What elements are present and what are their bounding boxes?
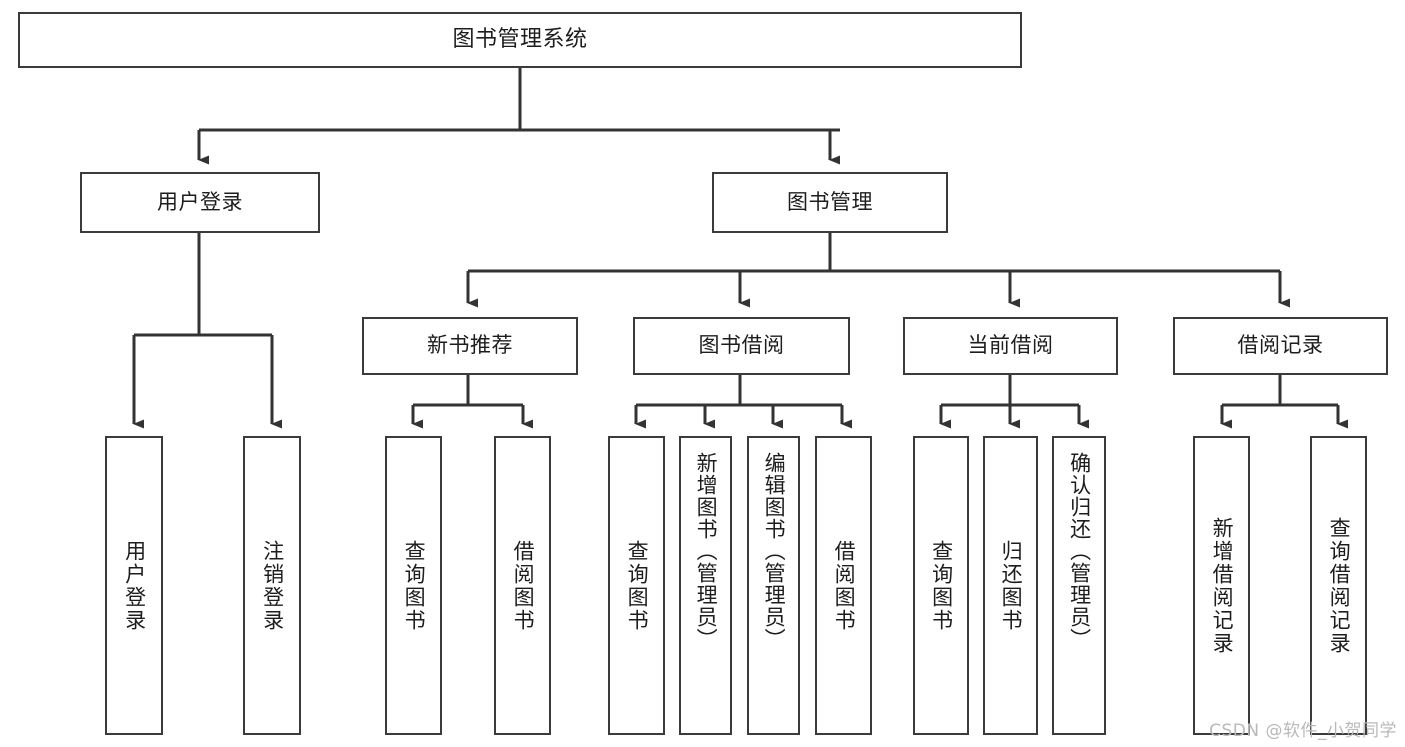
node-leaf-query-borrow-record-label: 查询借阅记录 <box>1327 516 1352 655</box>
node-leaf-add-book-admin[interactable]: 新增图书（管理员） <box>679 436 732 735</box>
node-book-borrow-label: 图书借阅 <box>698 333 785 358</box>
node-current-borrow[interactable]: 当前借阅 <box>903 317 1118 375</box>
node-leaf-return-book-label: 归还图书 <box>999 539 1024 632</box>
node-leaf-borrow-book-1-label: 借阅图书 <box>511 539 536 632</box>
node-leaf-user-login[interactable]: 用户登录 <box>105 436 163 735</box>
node-leaf-edit-book-admin-label: 编辑图书（管理员） <box>762 452 787 650</box>
node-leaf-query-book-1-label: 查询图书 <box>402 539 427 632</box>
node-book-manage[interactable]: 图书管理 <box>712 172 948 233</box>
node-borrow-record-label: 借阅记录 <box>1237 333 1324 358</box>
node-new-book-recommend-label: 新书推荐 <box>427 333 513 358</box>
node-leaf-query-book-3-label: 查询图书 <box>929 539 954 632</box>
node-leaf-query-book-2[interactable]: 查询图书 <box>608 436 665 735</box>
node-leaf-borrow-book-2[interactable]: 借阅图书 <box>815 436 872 735</box>
node-leaf-user-login-label: 用户登录 <box>122 539 147 632</box>
csdn-watermark: CSDN @软件_小贺同学 <box>1209 721 1397 741</box>
node-book-manage-label: 图书管理 <box>787 189 873 214</box>
node-leaf-query-book-3[interactable]: 查询图书 <box>913 436 969 735</box>
node-leaf-query-book-1[interactable]: 查询图书 <box>385 436 442 735</box>
node-leaf-add-book-admin-label: 新增图书（管理员） <box>694 452 719 650</box>
node-leaf-borrow-book-2-label: 借阅图书 <box>832 539 857 632</box>
node-leaf-add-borrow-record[interactable]: 新增借阅记录 <box>1193 436 1250 735</box>
node-borrow-record[interactable]: 借阅记录 <box>1173 317 1388 375</box>
node-root-label: 图书管理系统 <box>452 26 588 52</box>
node-leaf-return-book[interactable]: 归还图书 <box>983 436 1038 735</box>
node-leaf-query-borrow-record[interactable]: 查询借阅记录 <box>1310 436 1367 735</box>
node-leaf-edit-book-admin[interactable]: 编辑图书（管理员） <box>747 436 800 735</box>
node-leaf-logout-login[interactable]: 注销登录 <box>243 436 301 735</box>
node-user-login[interactable]: 用户登录 <box>80 172 320 233</box>
node-current-borrow-label: 当前借阅 <box>967 333 1054 358</box>
node-leaf-add-borrow-record-label: 新增借阅记录 <box>1210 516 1235 655</box>
node-book-borrow[interactable]: 图书借阅 <box>633 317 850 375</box>
node-user-login-label: 用户登录 <box>157 189 243 214</box>
node-leaf-logout-login-label: 注销登录 <box>260 539 285 632</box>
node-leaf-query-book-2-label: 查询图书 <box>625 539 650 632</box>
node-new-book-recommend[interactable]: 新书推荐 <box>362 317 578 375</box>
node-leaf-borrow-book-1[interactable]: 借阅图书 <box>494 436 551 735</box>
node-leaf-confirm-return-admin-label: 确认归还（管理员） <box>1067 452 1092 650</box>
node-root[interactable]: 图书管理系统 <box>18 12 1022 68</box>
node-leaf-confirm-return-admin[interactable]: 确认归还（管理员） <box>1052 436 1106 735</box>
